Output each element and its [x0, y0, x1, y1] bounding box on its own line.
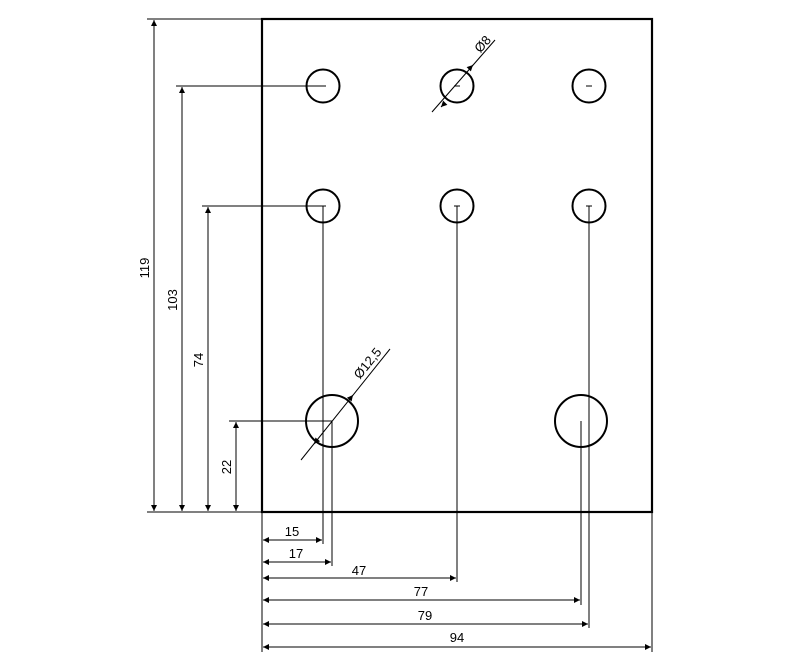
dim-label-dia-large: Ø12,5 — [351, 345, 385, 382]
vertical-extension-lines — [261, 206, 653, 652]
dim-label-dia-small: Ø8 — [471, 33, 494, 56]
dim-label-47: 47 — [352, 563, 366, 578]
hole-small-top-middle — [439, 68, 475, 104]
dim-label-77: 77 — [414, 584, 428, 599]
leader-dia-large — [300, 348, 391, 461]
dim-label-22: 22 — [219, 460, 234, 474]
dim-label-119: 119 — [137, 258, 152, 279]
dim-label-74: 74 — [191, 353, 206, 367]
dim-label-103: 103 — [165, 289, 180, 311]
dim-label-17: 17 — [289, 546, 303, 561]
dim-label-94: 94 — [450, 630, 464, 645]
hole-center-marks — [320, 85, 592, 207]
dim-label-79: 79 — [418, 608, 432, 623]
leader-dia-small — [431, 39, 496, 113]
horizontal-extension-lines — [147, 18, 332, 513]
hole-small-top-right — [571, 68, 607, 104]
dim-label-15: 15 — [285, 524, 299, 539]
